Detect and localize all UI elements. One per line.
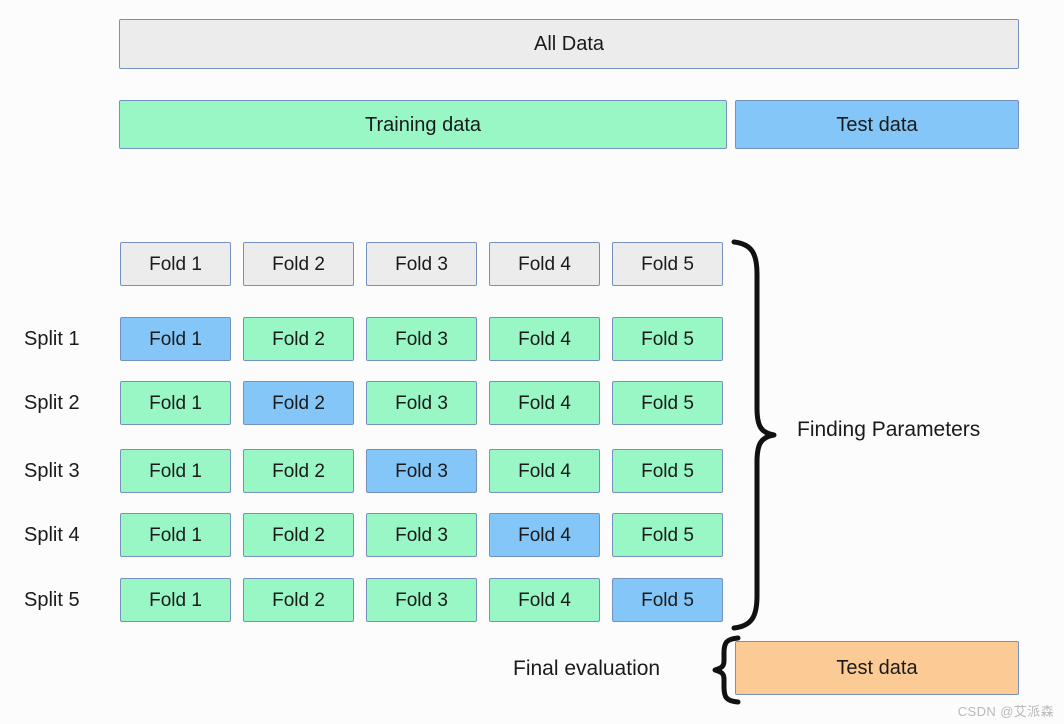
fold-label: Fold 3 bbox=[395, 460, 448, 482]
fold-header-box: Fold 5 bbox=[612, 242, 723, 286]
fold-label: Fold 5 bbox=[641, 524, 694, 546]
test-data-box: Test data bbox=[735, 100, 1019, 149]
fold-box-validation: Fold 5 bbox=[612, 578, 723, 622]
fold-header-box: Fold 1 bbox=[120, 242, 231, 286]
fold-header-label: Fold 4 bbox=[518, 253, 571, 275]
fold-box-training: Fold 5 bbox=[612, 513, 723, 557]
fold-label: Fold 5 bbox=[641, 460, 694, 482]
fold-box-training: Fold 1 bbox=[120, 513, 231, 557]
test-data-label: Test data bbox=[836, 113, 918, 136]
fold-box-validation: Fold 1 bbox=[120, 317, 231, 361]
fold-label: Fold 2 bbox=[272, 524, 325, 546]
fold-label: Fold 2 bbox=[272, 460, 325, 482]
fold-label: Fold 2 bbox=[272, 328, 325, 350]
fold-header-box: Fold 2 bbox=[243, 242, 354, 286]
fold-label: Fold 1 bbox=[149, 460, 202, 482]
fold-label: Fold 4 bbox=[518, 328, 571, 350]
fold-header-label: Fold 3 bbox=[395, 253, 448, 275]
csdn-watermark: CSDN @艾派森 bbox=[957, 704, 1054, 719]
fold-box-training: Fold 1 bbox=[120, 449, 231, 493]
finding-parameters-label: Finding Parameters bbox=[797, 418, 981, 441]
fold-label: Fold 2 bbox=[272, 589, 325, 611]
fold-label: Fold 4 bbox=[518, 392, 571, 414]
fold-box-training: Fold 4 bbox=[489, 317, 600, 361]
fold-box-training: Fold 5 bbox=[612, 317, 723, 361]
split-label: Split 4 bbox=[24, 523, 80, 546]
fold-box-training: Fold 2 bbox=[243, 578, 354, 622]
fold-box-training: Fold 2 bbox=[243, 449, 354, 493]
split-label: Split 1 bbox=[24, 327, 80, 350]
fold-label: Fold 4 bbox=[518, 589, 571, 611]
fold-header-box: Fold 3 bbox=[366, 242, 477, 286]
all-data-box: All Data bbox=[119, 19, 1019, 69]
final-evaluation-label: Final evaluation bbox=[513, 657, 661, 680]
fold-box-training: Fold 1 bbox=[120, 578, 231, 622]
fold-box-training: Fold 5 bbox=[612, 381, 723, 425]
fold-label: Fold 1 bbox=[149, 524, 202, 546]
fold-box-training: Fold 3 bbox=[366, 381, 477, 425]
all-data-label: All Data bbox=[533, 33, 605, 55]
fold-box-training: Fold 4 bbox=[489, 578, 600, 622]
split-label: Split 2 bbox=[24, 391, 80, 414]
finding-parameters-brace bbox=[730, 238, 786, 632]
fold-label: Fold 2 bbox=[272, 392, 325, 414]
fold-box-training: Fold 3 bbox=[366, 513, 477, 557]
fold-label: Fold 4 bbox=[518, 524, 571, 546]
fold-box-training: Fold 4 bbox=[489, 449, 600, 493]
fold-label: Fold 1 bbox=[149, 328, 202, 350]
fold-label: Fold 1 bbox=[149, 589, 202, 611]
fold-label: Fold 4 bbox=[518, 460, 571, 482]
training-data-box: Training data bbox=[119, 100, 727, 149]
fold-box-validation: Fold 2 bbox=[243, 381, 354, 425]
final-test-data-label: Test data bbox=[836, 657, 918, 679]
split-label: Split 5 bbox=[24, 588, 80, 611]
fold-header-label: Fold 2 bbox=[272, 253, 325, 275]
fold-label: Fold 5 bbox=[641, 328, 694, 350]
fold-label: Fold 5 bbox=[641, 392, 694, 414]
training-data-label: Training data bbox=[365, 113, 481, 136]
fold-label: Fold 3 bbox=[395, 328, 448, 350]
fold-header-box: Fold 4 bbox=[489, 242, 600, 286]
fold-box-training: Fold 5 bbox=[612, 449, 723, 493]
fold-box-validation: Fold 4 bbox=[489, 513, 600, 557]
split-label: Split 3 bbox=[24, 459, 80, 482]
fold-box-training: Fold 3 bbox=[366, 317, 477, 361]
fold-box-training: Fold 2 bbox=[243, 317, 354, 361]
fold-header-label: Fold 5 bbox=[641, 253, 694, 275]
fold-label: Fold 3 bbox=[395, 589, 448, 611]
fold-box-training: Fold 3 bbox=[366, 578, 477, 622]
fold-box-training: Fold 4 bbox=[489, 381, 600, 425]
fold-label: Fold 3 bbox=[395, 524, 448, 546]
fold-header-label: Fold 1 bbox=[149, 253, 202, 275]
fold-box-validation: Fold 3 bbox=[366, 449, 477, 493]
fold-box-training: Fold 2 bbox=[243, 513, 354, 557]
fold-label: Fold 5 bbox=[641, 589, 694, 611]
fold-box-training: Fold 1 bbox=[120, 381, 231, 425]
final-test-data-box: Test data bbox=[735, 641, 1019, 695]
fold-label: Fold 1 bbox=[149, 392, 202, 414]
fold-label: Fold 3 bbox=[395, 392, 448, 414]
